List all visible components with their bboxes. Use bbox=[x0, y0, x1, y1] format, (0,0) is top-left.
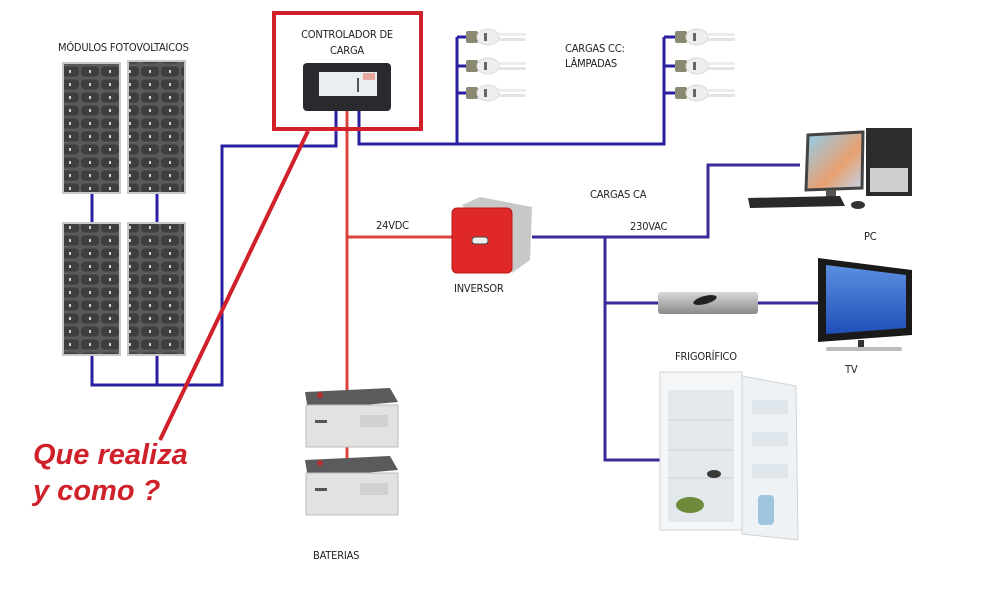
pv-modules-label: MÓDULOS FOTOVOLTAICOS bbox=[58, 41, 189, 54]
lamp-group-right bbox=[675, 28, 735, 102]
fridge bbox=[659, 371, 799, 541]
ac-loads-label: CARGAS CA bbox=[590, 188, 647, 201]
tv-label: TV bbox=[845, 363, 858, 376]
battery bbox=[305, 388, 399, 448]
tv bbox=[818, 258, 912, 351]
ac-wiring bbox=[532, 163, 818, 462]
lamp-group-left bbox=[466, 28, 526, 102]
pv-module bbox=[127, 222, 186, 356]
inverter bbox=[451, 197, 532, 274]
dc-wiring bbox=[90, 35, 675, 387]
dc-lamps bbox=[466, 28, 735, 102]
dc-lamp bbox=[466, 28, 526, 46]
dc-lamp bbox=[675, 84, 735, 102]
annotation-pointer bbox=[158, 130, 310, 441]
batteries bbox=[305, 388, 399, 516]
pv-module bbox=[62, 62, 121, 194]
dc-lamp bbox=[675, 57, 735, 75]
pv-module bbox=[62, 222, 121, 356]
dc-lamp bbox=[466, 57, 526, 75]
dc-lamp bbox=[675, 28, 735, 46]
dc-loads-label-line1: CARGAS CC: bbox=[565, 42, 625, 55]
controller-label-line1: CONTROLADOR DE bbox=[301, 28, 393, 41]
pv-module bbox=[127, 60, 186, 194]
pc bbox=[748, 128, 912, 209]
dc-loads-label-line2: LÂMPADAS bbox=[565, 57, 617, 70]
set-top-box bbox=[658, 292, 758, 314]
ac-voltage-label: 230VAC bbox=[630, 220, 668, 233]
controller-highlight-box bbox=[272, 11, 423, 131]
annotation-question-line2: y como ? bbox=[33, 475, 161, 507]
batteries-label: BATERIAS bbox=[313, 549, 360, 562]
charge-controller bbox=[303, 63, 391, 111]
battery bbox=[305, 456, 399, 516]
controller-label-line2: CARGA bbox=[330, 44, 364, 57]
pv-modules bbox=[62, 60, 186, 356]
inverter-label: INVERSOR bbox=[454, 282, 504, 295]
pc-label: PC bbox=[864, 230, 877, 243]
dc-lamp bbox=[466, 84, 526, 102]
dc-voltage-label: 24VDC bbox=[376, 219, 409, 232]
annotation-question-line1: Que realiza bbox=[33, 439, 188, 471]
fridge-label: FRIGORÍFICO bbox=[675, 350, 737, 363]
